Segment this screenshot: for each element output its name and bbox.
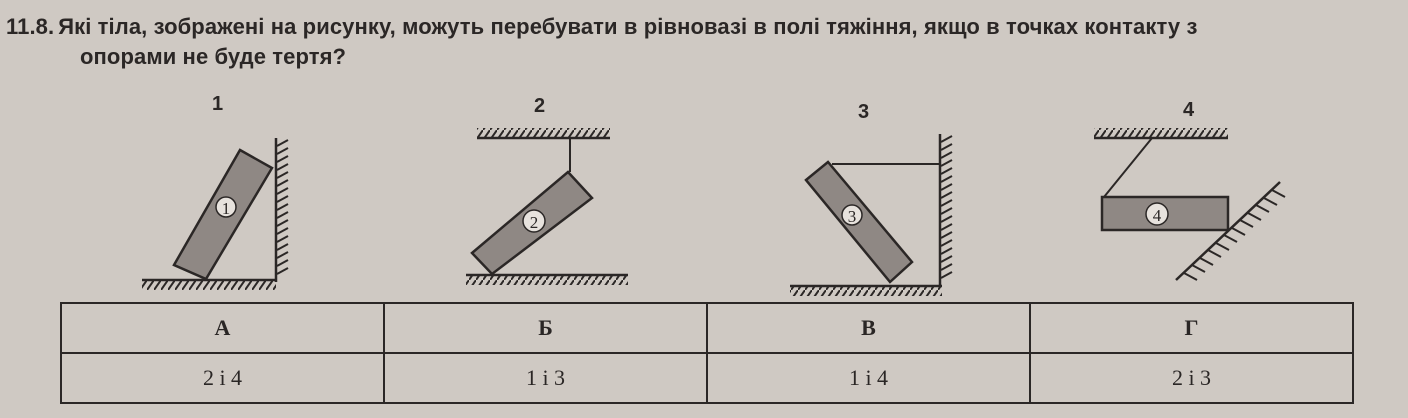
figure-4-ceiling-hatch xyxy=(1094,128,1228,137)
answer-header-c: В xyxy=(706,302,1031,354)
figure-4: 4 4 xyxy=(1094,99,1286,281)
figure-2: 2 2 xyxy=(466,95,628,285)
figure-2-ceiling-hatch xyxy=(477,128,610,137)
answer-value-row: 2 і 4 1 і 3 1 і 4 2 і 3 xyxy=(60,352,1354,404)
answer-header-a: А xyxy=(60,302,385,354)
figure-4-rope xyxy=(1103,137,1153,198)
figure-1-body-label: 1 xyxy=(222,199,231,218)
figure-3: 3 3 xyxy=(790,101,953,296)
figure-4-incline-hatch xyxy=(1183,189,1286,281)
question-line-1: Які тіла, зображені на рисунку, можуть п… xyxy=(58,14,1198,39)
figure-1-floor-hatch xyxy=(142,281,276,290)
question-text: 11.8.Які тіла, зображені на рисунку, мож… xyxy=(6,12,1396,72)
figure-1-label: 1 xyxy=(212,93,223,115)
figure-2-label: 2 xyxy=(534,95,545,117)
figure-3-body-circle xyxy=(841,204,863,226)
answer-header-row: А Б В Г xyxy=(60,302,1354,354)
figure-1-body-circle xyxy=(215,196,237,218)
figures-illustration: 1 1 2 xyxy=(142,93,1286,296)
answer-header-b: Б xyxy=(383,302,708,354)
answer-table: А Б В Г 2 і 4 1 і 3 1 і 4 2 і 3 xyxy=(60,302,1354,404)
figure-3-body-label: 3 xyxy=(848,207,857,226)
figure-2-body-circle xyxy=(522,209,546,233)
figure-4-body-circle xyxy=(1145,202,1169,226)
question-number: 11.8. xyxy=(6,14,55,39)
answer-value-a: 2 і 4 xyxy=(60,352,385,404)
answer-header-d: Г xyxy=(1029,302,1354,354)
answer-value-b: 1 і 3 xyxy=(383,352,708,404)
figure-3-label: 3 xyxy=(858,101,869,123)
answer-value-c: 1 і 4 xyxy=(706,352,1031,404)
figure-2-body-label: 2 xyxy=(530,213,539,232)
figure-3-wall-hatch xyxy=(940,135,953,279)
figure-1: 1 1 xyxy=(142,93,289,290)
figure-4-body-label: 4 xyxy=(1153,206,1162,225)
figure-2-floor-hatch xyxy=(466,276,628,285)
answer-value-d: 2 і 3 xyxy=(1029,352,1354,404)
question-line-2: опорами не буде тертя? xyxy=(80,44,347,69)
figure-4-label: 4 xyxy=(1183,99,1195,121)
figure-3-floor-hatch xyxy=(790,287,942,296)
figure-1-wall-hatch xyxy=(276,139,289,275)
